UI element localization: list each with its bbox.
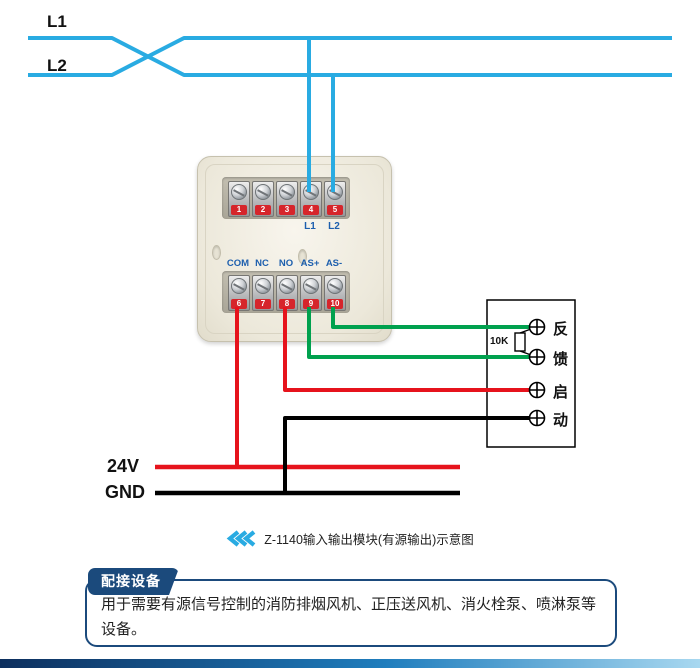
screw-icon <box>231 278 247 294</box>
terminal-number: 2 <box>255 205 271 215</box>
plus-icon <box>529 319 545 335</box>
terminal-number: 9 <box>303 299 319 309</box>
device-label-start-1: 启 <box>553 384 569 401</box>
description-panel <box>85 579 617 647</box>
no-start-wire <box>283 307 530 392</box>
terminal-strip-bottom: 6 7 8 9 10 <box>222 271 350 313</box>
terminal-7: 7 <box>252 275 274 311</box>
terminal-number: 4 <box>303 205 319 215</box>
terminal-number: 10 <box>327 299 343 309</box>
terminal-3: 3 <box>276 181 298 217</box>
screw-icon <box>255 184 271 200</box>
plus-icon <box>529 349 545 365</box>
l1-label: L1 <box>47 12 67 31</box>
module-hole <box>298 249 307 264</box>
terminal-5-label: L2 <box>328 221 340 232</box>
terminal-10: 10 <box>324 275 346 311</box>
io-module: 1 2 3 4 5 L1 L2 COM NC NO AS+ AS- 6 7 8 … <box>197 156 392 342</box>
triple-chevron-left-icon <box>226 530 256 547</box>
terminal-number: 6 <box>231 299 247 309</box>
terminal-4-label: L1 <box>304 221 316 232</box>
module-hole <box>212 245 221 260</box>
resistor-value-label: 10K <box>490 336 509 347</box>
terminal-6-label: COM <box>226 258 250 269</box>
terminal-9-label: AS+ <box>300 258 320 269</box>
gnd-action-wire <box>283 416 530 493</box>
resistor-icon <box>514 332 526 352</box>
terminal-1: 1 <box>228 181 250 217</box>
screw-icon <box>279 184 295 200</box>
screw-icon <box>303 278 319 294</box>
terminal-8-label: NO <box>278 258 294 269</box>
caption: Z-1140输入输出模块(有源输出)示意图 <box>0 529 700 548</box>
gnd-label: GND <box>105 482 145 502</box>
caption-text: Z-1140输入输出模块(有源输出)示意图 <box>264 533 474 547</box>
as-plus-feedback-wire <box>307 307 530 359</box>
terminal-6: 6 <box>228 275 250 311</box>
terminal-number: 8 <box>279 299 295 309</box>
screw-icon <box>279 278 295 294</box>
screw-icon <box>327 278 343 294</box>
terminal-2: 2 <box>252 181 274 217</box>
device-label-start-2: 动 <box>553 412 569 429</box>
24v-label: 24V <box>107 456 140 476</box>
device-label-feedback-2: 馈 <box>553 351 569 368</box>
as-minus-feedback-wire <box>331 307 530 329</box>
terminal-number: 7 <box>255 299 271 309</box>
device-terminals <box>528 318 546 427</box>
terminal-9: 9 <box>300 275 322 311</box>
l2-label: L2 <box>47 56 67 75</box>
module-face <box>205 164 384 334</box>
terminal-8: 8 <box>276 275 298 311</box>
screw-icon <box>255 278 271 294</box>
terminal-number: 1 <box>231 205 247 215</box>
plus-icon <box>529 410 545 426</box>
plus-icon <box>529 382 545 398</box>
terminal-7-label: NC <box>255 258 269 269</box>
terminal-10-label: AS- <box>325 258 343 269</box>
bottom-gradient-bar <box>0 659 700 668</box>
terminal-number: 3 <box>279 205 295 215</box>
panel-text: 用于需要有源信号控制的消防排烟风机、正压送风机、消火栓泵、喷淋泵等设备。 <box>101 596 597 638</box>
device-label-feedback-1: 反 <box>553 321 569 338</box>
panel-badge: 配接设备 <box>88 568 179 595</box>
screw-icon <box>231 184 247 200</box>
l2-wire <box>28 36 672 77</box>
terminal-number: 5 <box>327 205 343 215</box>
